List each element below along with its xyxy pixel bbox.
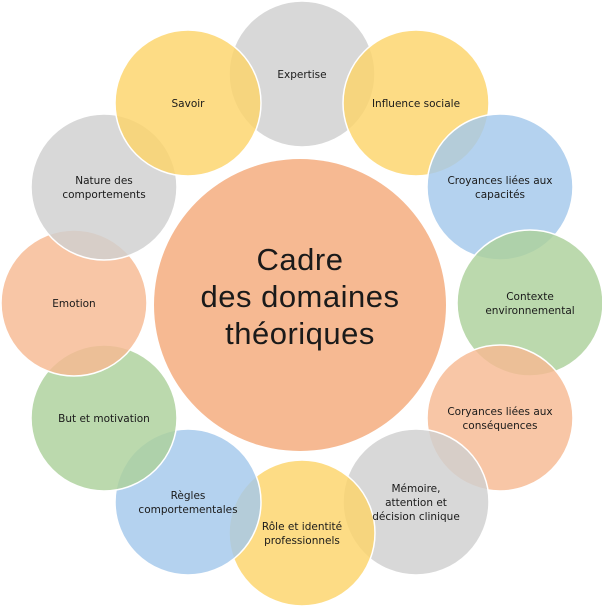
domain-label: comportements <box>62 189 145 201</box>
domain-node: Influence sociale <box>372 98 460 110</box>
domain-node: Règles comportementales <box>138 490 237 516</box>
domain-label: Croyances liées aux <box>447 175 552 187</box>
domain-node: Expertise <box>277 69 326 81</box>
domain-node: Savoir <box>172 98 206 110</box>
domain-label: Règles <box>171 490 206 502</box>
domain-node: Mémoire, attention et décision clinique <box>372 483 460 523</box>
central-circle <box>154 159 446 451</box>
domain-label: environnemental <box>485 305 574 317</box>
central-title-line: Cadre <box>257 242 344 277</box>
domain-node: Croyances liées aux capacités <box>447 175 552 201</box>
domain-label: attention et <box>385 497 447 509</box>
domain-label: Rôle et identité <box>262 521 342 533</box>
domain-node: Coryances liées aux conséquences <box>447 406 552 432</box>
domain-node: Nature des comportements <box>62 175 145 201</box>
central-title-line: théoriques <box>225 316 375 351</box>
domain-label: comportementales <box>138 504 237 516</box>
domain-label: capacités <box>475 189 525 201</box>
domain-label: Influence sociale <box>372 98 460 110</box>
domain-label: Coryances liées aux <box>447 406 552 418</box>
domain-node: But et motivation <box>58 413 150 425</box>
domain-label: décision clinique <box>372 511 460 523</box>
domain-label: Nature des <box>75 175 133 187</box>
domain-label: conséquences <box>463 420 538 432</box>
domain-label: Emotion <box>52 298 95 310</box>
domain-label: Contexte <box>506 291 554 303</box>
central-title-line: des domaines <box>200 279 399 314</box>
domain-label: But et motivation <box>58 413 150 425</box>
domain-label: Savoir <box>172 98 206 110</box>
domain-label: Mémoire, <box>392 483 441 495</box>
domain-label: Expertise <box>277 69 326 81</box>
domain-node: Emotion <box>52 298 95 310</box>
domain-label: professionnels <box>264 535 340 547</box>
domain-node: Contexte environnemental <box>485 291 574 317</box>
domain-node: Rôle et identité professionnels <box>262 521 342 547</box>
domain-circle <box>114 29 262 177</box>
